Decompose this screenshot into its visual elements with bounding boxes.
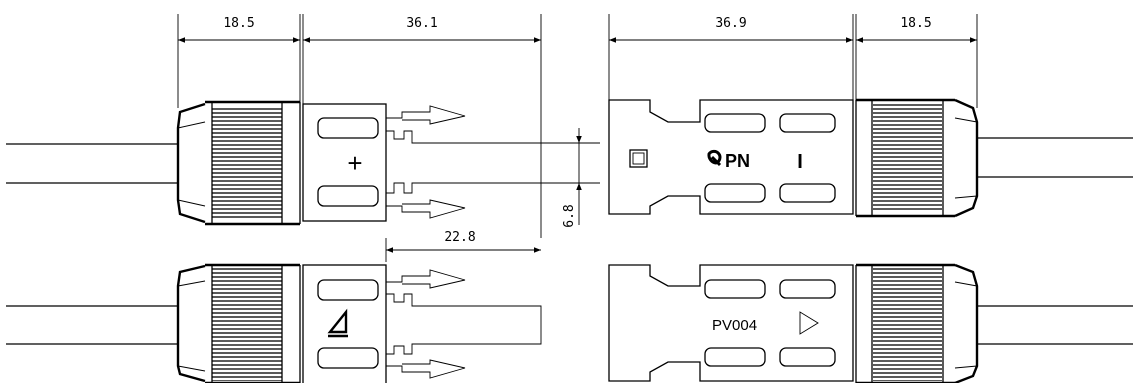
slot-lower xyxy=(317,185,379,207)
cable-nut-top-right xyxy=(855,98,979,218)
dim-pin-spacing: 6.8 xyxy=(562,204,577,227)
female-connector-top: PN I xyxy=(608,98,979,218)
cable-nut-bottom-left xyxy=(176,263,301,383)
socket-slot-6 xyxy=(779,279,836,299)
socket-slot-4 xyxy=(779,183,836,203)
latch-clip-upper xyxy=(386,105,466,125)
minus-mark: I xyxy=(797,151,803,173)
socket-slot-5 xyxy=(704,279,766,299)
brand-logo-text: PN xyxy=(725,151,750,171)
socket-slot-8 xyxy=(779,347,836,367)
socket-slot-2 xyxy=(779,113,836,133)
cable-nut-top-left xyxy=(176,100,301,226)
lock-square xyxy=(629,149,648,168)
socket-slot-3 xyxy=(704,183,766,203)
pin-sleeve-bottom xyxy=(386,293,542,355)
brand-logo-icon xyxy=(707,149,722,167)
slot-lower-bottom xyxy=(317,347,379,369)
cable-nut-bottom-right xyxy=(855,263,979,383)
male-housing-bottom xyxy=(302,264,387,383)
pin-lower xyxy=(386,182,541,194)
top-dimensions: 18.5 36.1 36.9 18.5 xyxy=(177,14,978,238)
slot-upper xyxy=(317,117,379,139)
polarity-arrow-icon xyxy=(799,311,819,335)
socket-slot-1 xyxy=(704,113,766,133)
polarity-triangle-icon xyxy=(327,308,348,338)
dim-male-body-length: 36.1 xyxy=(406,16,437,31)
latch-clip-upper-bottom xyxy=(386,269,466,289)
female-housing-bottom xyxy=(608,264,854,382)
dim-right-nut-width: 18.5 xyxy=(900,16,931,31)
dim-left-nut-width: 18.5 xyxy=(223,16,254,31)
plus-sign: + xyxy=(347,148,362,178)
dim-pin-length: 22.8 xyxy=(444,230,475,245)
model-label: PV004 xyxy=(712,317,757,334)
male-connector-top: + xyxy=(176,100,541,226)
slot-upper-bottom xyxy=(317,279,379,301)
male-connector-bottom xyxy=(176,263,542,383)
dim-female-body-length: 36.9 xyxy=(715,16,746,31)
socket-slot-7 xyxy=(704,347,766,367)
male-housing-top xyxy=(302,103,387,222)
latch-clip-lower xyxy=(386,199,466,219)
female-connector-bottom: PV004 xyxy=(608,263,979,383)
latch-clip-lower-bottom xyxy=(386,359,466,379)
female-housing-top xyxy=(608,99,854,215)
cables xyxy=(6,137,1133,345)
pin-length-dimension: 22.8 xyxy=(385,230,541,262)
pin-spacing-dimension: 6.8 xyxy=(541,128,600,228)
pin-upper xyxy=(386,130,541,144)
